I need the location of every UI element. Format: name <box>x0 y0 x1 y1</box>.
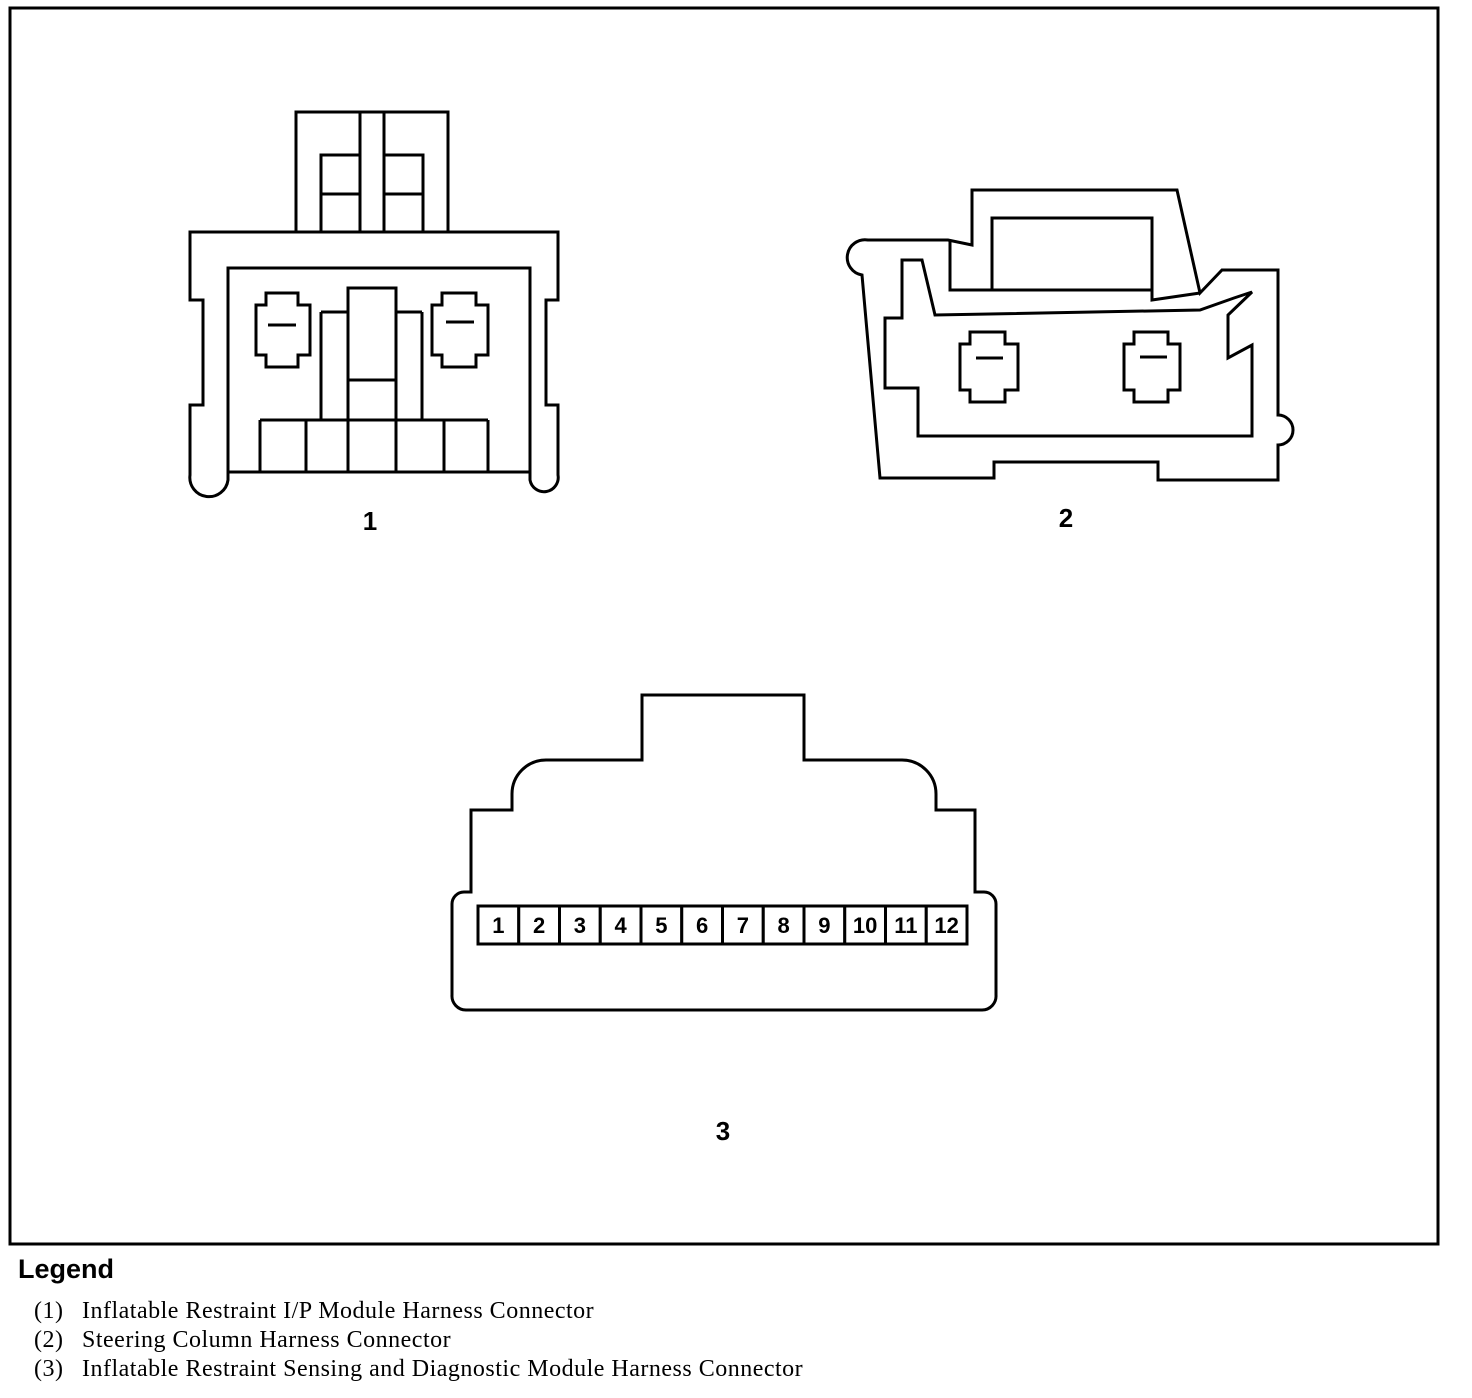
pin-label-11: 11 <box>894 913 917 938</box>
terminal-cavity <box>430 291 490 369</box>
terminal-cavity <box>958 330 1020 404</box>
legend-item-1: (1) Inflatable Restraint I/P Module Harne… <box>18 1297 1438 1326</box>
pin-label-9: 9 <box>818 913 830 938</box>
legend-item-number: (2) <box>34 1327 64 1353</box>
pin-label-7: 7 <box>737 913 749 938</box>
pin-cavity-1 <box>476 904 521 946</box>
legend-title: Legend <box>18 1254 115 1284</box>
legend-item-number: (1) <box>34 1298 64 1324</box>
pin-cavity-12 <box>924 904 969 946</box>
legend-item-number: (3) <box>34 1356 64 1382</box>
pin-label-2: 2 <box>533 913 545 938</box>
pin-cavity-2 <box>517 904 561 946</box>
legend-item-2: (2) Steering Column Harness Connector <box>18 1326 1438 1355</box>
pin-label-5: 5 <box>655 913 667 938</box>
diagram-frame <box>8 6 1440 1246</box>
connector-1 <box>188 110 560 499</box>
pin-label-6: 6 <box>696 913 708 938</box>
pin-cavity-9 <box>802 904 847 946</box>
pin-label-3: 3 <box>574 913 586 938</box>
terminal-cavity <box>1122 330 1182 404</box>
connector-2-label: 2 <box>1059 503 1073 533</box>
legend: Legend (1) Inflatable Restraint I/P Modul… <box>18 1254 1438 1384</box>
legend-item-text: Steering Column Harness Connector <box>82 1327 452 1353</box>
pin-label-1: 1 <box>492 913 504 938</box>
legend-item-text: Inflatable Restraint Sensing and Diagnos… <box>82 1356 804 1382</box>
pin-label-8: 8 <box>778 913 790 938</box>
pin-label-10: 10 <box>853 913 877 938</box>
terminal-cavity <box>254 291 312 369</box>
connector-2 <box>845 188 1295 482</box>
connector-3-label: 3 <box>716 1116 730 1146</box>
pin-label-4: 4 <box>615 913 628 938</box>
connector-1-label: 1 <box>363 506 377 536</box>
legend-item-text: Inflatable Restraint I/P Module Harness … <box>82 1298 595 1324</box>
pin-label-12: 12 <box>934 913 958 938</box>
legend-item-3: (3) Inflatable Restraint Sensing and Diag… <box>18 1355 1438 1384</box>
